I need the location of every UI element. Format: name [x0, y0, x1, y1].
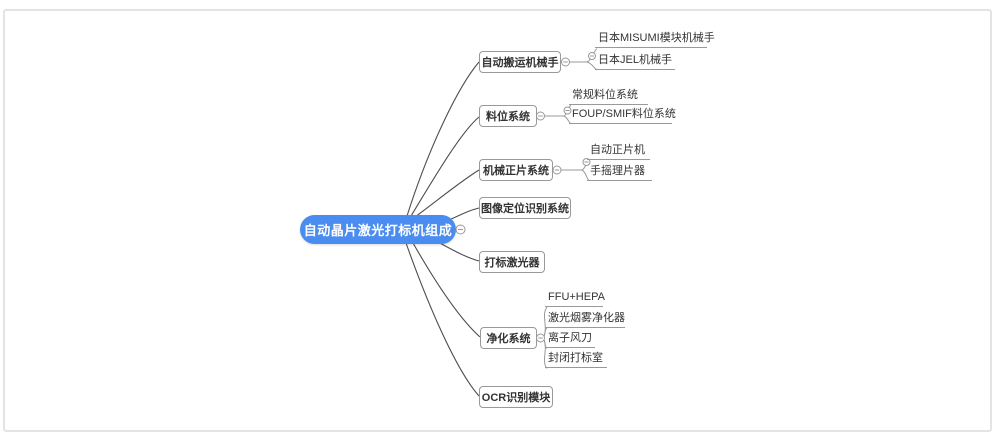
collapse-toggle-branch3-fork-icon[interactable] — [582, 158, 591, 166]
leaf-node[interactable]: 激光烟雾净化器 — [545, 311, 625, 328]
collapse-toggle-branch1-icon[interactable] — [561, 57, 570, 67]
leaf-node[interactable]: 手摇理片器 — [587, 164, 652, 181]
branch-node-marking-laser[interactable]: 打标激光器 — [479, 251, 545, 273]
collapse-toggle-branch2-fork-icon[interactable] — [563, 106, 572, 115]
branch-node-material-system[interactable]: 料位系统 — [479, 105, 537, 127]
leaf-node[interactable]: 离子风刀 — [545, 331, 595, 348]
branch-label: 机械正片系统 — [483, 165, 549, 177]
collapse-toggle-branch6-icon[interactable] — [536, 333, 545, 343]
collapse-toggle-root-icon[interactable] — [455, 224, 466, 235]
leaf-node[interactable]: 日本MISUMI模块机械手 — [595, 31, 715, 48]
branch-node-aligner-system[interactable]: 机械正片系统 — [479, 159, 553, 181]
leaf-node[interactable]: 常规料位系统 — [569, 88, 648, 105]
collapse-toggle-branch3-icon[interactable] — [552, 165, 562, 175]
branch-node-vision-system[interactable]: 图像定位识别系统 — [479, 197, 571, 219]
collapse-toggles — [455, 52, 596, 343]
leaf-node[interactable]: 自动正片机 — [587, 143, 650, 160]
root-node-label: 自动晶片激光打标机组成 — [303, 223, 453, 238]
branch-label: 图像定位识别系统 — [481, 203, 569, 215]
leaf-node[interactable]: FOUP/SMIF料位系统 — [569, 107, 676, 124]
branch-label: 料位系统 — [486, 111, 530, 123]
branch-node-purification-system[interactable]: 净化系统 — [480, 327, 537, 349]
collapse-toggle-branch1-fork-icon[interactable] — [588, 52, 596, 60]
collapse-toggle-branch2-icon[interactable] — [536, 111, 545, 121]
branch-label: 自动搬运机械手 — [481, 57, 559, 69]
branch-label: 打标激光器 — [484, 257, 540, 269]
root-edges — [405, 61, 481, 397]
branch-node-transfer-robot[interactable]: 自动搬运机械手 — [479, 51, 561, 73]
leaf-node[interactable]: 封闭打标室 — [545, 351, 607, 368]
leaf-node[interactable]: FFU+HEPA — [545, 290, 605, 307]
leaf-node[interactable]: 日本JEL机械手 — [595, 53, 675, 70]
branch-label: OCR识别模块 — [481, 392, 551, 404]
root-node[interactable]: 自动晶片激光打标机组成 — [300, 215, 456, 244]
branch-node-ocr-module[interactable]: OCR识别模块 — [479, 386, 553, 408]
branch-label: 净化系统 — [486, 333, 531, 345]
canvas-frame — [3, 9, 992, 432]
